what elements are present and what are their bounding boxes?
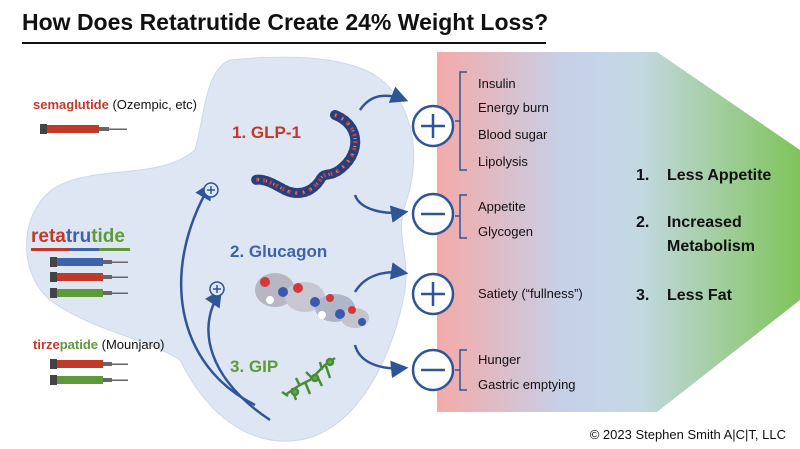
outcome-1-number: 1. <box>636 167 650 184</box>
effect-insulin: Insulin <box>478 76 516 91</box>
retatrutide-underline-blue <box>69 248 99 251</box>
increase-circle-1 <box>411 104 455 148</box>
hormone-glucagon-label: 2. Glucagon <box>230 242 328 261</box>
outcome-2-text-line1: Increased <box>667 214 742 231</box>
semaglutide-note: (Ozempic, etc) <box>108 97 197 112</box>
effect-appetite: Appetite <box>478 199 526 214</box>
effect-satiety: Satiety (“fullness”) <box>478 286 583 301</box>
outcome-3-text: Less Fat <box>667 287 732 304</box>
arrow-glp1-decrease <box>353 194 409 223</box>
retatrutide-part-reta: reta <box>31 226 66 247</box>
decrease-circle-2 <box>411 348 455 392</box>
outcome-3-number: 3. <box>636 287 650 304</box>
title-underline <box>22 42 546 44</box>
syringe-retatrutide-green-icon <box>50 288 128 298</box>
increase-circle-2 <box>411 272 455 316</box>
arrow-to-glp1 <box>180 181 256 407</box>
effect-gradient-band <box>437 52 800 412</box>
arrow-to-glucagon <box>205 289 271 422</box>
bracket-glp1-decrease <box>455 194 467 239</box>
tirzepatide-label: tirzepatide (Mounjaro) <box>33 337 165 352</box>
tirzepatide-note: (Mounjaro) <box>98 337 165 352</box>
tirzepatide-part-tirze: tirze <box>33 337 60 352</box>
retatrutide-part-tru: tru <box>65 226 92 247</box>
retatrutide-label: retatrutide <box>31 226 125 248</box>
syringe-tirzepatide-green-icon <box>50 375 128 385</box>
decrease-circle-1 <box>411 192 455 236</box>
gip-molecule-icon <box>281 356 336 401</box>
retatrutide-underline-green <box>99 248 130 251</box>
hormone-blob <box>26 56 415 442</box>
effect-gastric-emptying: Gastric emptying <box>478 377 576 392</box>
effect-glycogen: Glycogen <box>478 224 533 239</box>
hormone-gip-label: 3. GIP <box>230 357 279 376</box>
copyright-notice: © 2023 Stephen Smith A|C|T, LLC <box>589 427 786 442</box>
bracket-glp1-increase <box>455 71 467 171</box>
bracket-gip-decrease <box>455 349 467 391</box>
retatrutide-part-tide: tide <box>91 226 125 247</box>
effect-blood-sugar: Blood sugar <box>478 127 548 142</box>
hormone-glp1-label: 1. GLP-1 <box>232 123 301 142</box>
arrow-gip-decrease <box>353 344 409 379</box>
effect-hunger: Hunger <box>478 352 521 367</box>
syringe-tirzepatide-red-icon <box>50 359 128 369</box>
syringe-semaglutide-icon <box>40 124 127 134</box>
page-title: How Does Retatrutide Create 24% Weight L… <box>22 9 549 35</box>
effect-lipolysis: Lipolysis <box>478 154 528 169</box>
outcome-2-text-line2: Metabolism <box>667 238 756 255</box>
semaglutide-name: semaglutide <box>33 97 109 112</box>
semaglutide-label: semaglutide (Ozempic, etc) <box>33 97 197 112</box>
effect-energy-burn: Energy burn <box>478 100 549 115</box>
outcome-2-number: 2. <box>636 214 650 231</box>
glp1-molecule-icon <box>250 110 361 198</box>
glucagon-molecule-icon <box>255 273 369 328</box>
outcome-1-text: Less Appetite <box>667 167 772 184</box>
tirzepatide-part-patide: patide <box>59 337 99 352</box>
syringe-retatrutide-blue-icon <box>50 257 128 267</box>
syringe-retatrutide-red-icon <box>50 272 128 282</box>
arrow-glp1-increase <box>358 86 409 111</box>
arrow-gip-increase <box>353 262 409 293</box>
retatrutide-underline-red <box>31 248 69 251</box>
